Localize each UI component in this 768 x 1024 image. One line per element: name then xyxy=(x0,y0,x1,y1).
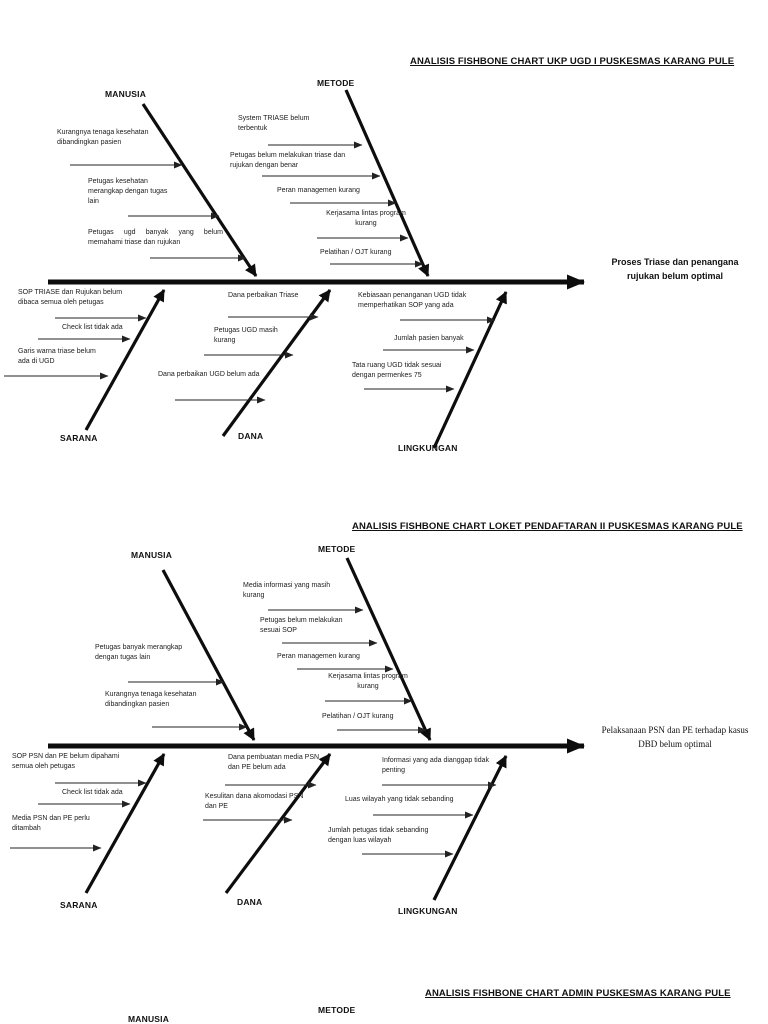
fishbone-diagram-1 xyxy=(4,89,585,449)
cause-label: Petugas banyak merangkap dengan tugas la… xyxy=(95,644,183,662)
cause-label: Petugas ugd banyak yang belum memahami t… xyxy=(88,229,223,247)
cause-label: Peran managemen kurang xyxy=(277,187,360,194)
cause-label: Petugas kesehatan merangkap dengan tugas… xyxy=(88,178,168,206)
rib-sarana xyxy=(84,289,166,431)
cause-label: Petugas belum melakukan sesuai SOP xyxy=(260,617,343,635)
rib-metode xyxy=(344,89,430,277)
cause-label: Luas wilayah yang tidak sebanding xyxy=(345,796,454,803)
category-label-sarana: SARANA xyxy=(60,433,98,443)
cause-label: Dana perbaikan Triase xyxy=(228,292,299,299)
cause-label: Media PSN dan PE perlu ditambah xyxy=(12,815,90,833)
category-label-metode: METODE xyxy=(317,78,355,88)
cause-label: Media informasi yang masih kurang xyxy=(243,582,331,600)
cause-label: Pelatihan / OJT kurang xyxy=(320,249,392,256)
cause-label: Kebiasaan penanganan UGD tidak memperhat… xyxy=(358,292,467,310)
diagram-title: ANALISIS FISHBONE CHART UKP UGD I PUSKES… xyxy=(410,56,735,67)
category-label-lingkungan: LINGKUNGAN xyxy=(398,906,458,916)
fishbone-diagram-2 xyxy=(10,557,585,901)
cause-label: Pelatihan / OJT kurang xyxy=(322,713,394,720)
cause-label: System TRIASE belum terbentuk xyxy=(238,115,310,133)
effect-label: Proses Triase dan penangana rujukan belu… xyxy=(611,257,739,281)
category-label-dana: DANA xyxy=(238,431,264,441)
cause-label: Check list tidak ada xyxy=(62,789,123,796)
cause-label: Kerjasama lintas program kurang xyxy=(328,673,408,691)
rib-metode xyxy=(345,557,432,741)
cause-label: Dana pembuatan media PSN dan PE belum ad… xyxy=(228,754,320,772)
cause-label: Check list tidak ada xyxy=(62,324,123,331)
rib-manusia xyxy=(141,103,258,277)
cause-label: SOP TRIASE dan Rujukan belum dibaca semu… xyxy=(18,289,123,307)
cause-label: Jumlah pasien banyak xyxy=(394,335,464,342)
category-label-dana: DANA xyxy=(237,897,263,907)
diagram-title: ANALISIS FISHBONE CHART LOKET PENDAFTARA… xyxy=(352,521,743,532)
cause-label: Petugas belum melakukan triase dan rujuk… xyxy=(230,152,346,170)
category-label-metode: METODE xyxy=(318,544,356,554)
cause-label: Dana perbaikan UGD belum ada xyxy=(158,371,260,378)
rib-manusia xyxy=(161,569,256,741)
cause-arrows-2 xyxy=(10,606,497,858)
category-label-manusia: MANUSIA xyxy=(131,550,173,560)
rib-dana xyxy=(224,753,332,894)
category-label-lingkungan: LINGKUNGAN xyxy=(398,443,458,453)
cause-label: SOP PSN dan PE belum dipahami semua oleh… xyxy=(12,753,120,771)
cause-label: Kurangnya tenaga kesehatan dibandingkan … xyxy=(105,691,197,709)
cause-label: Petugas UGD masih kurang xyxy=(214,327,278,345)
rib-lingkungan xyxy=(432,755,508,901)
cause-label: Informasi yang ada dianggap tidak pentin… xyxy=(382,757,490,775)
rib-dana xyxy=(221,289,332,437)
cause-label: Peran managemen kurang xyxy=(277,653,360,660)
category-label-metode: METODE xyxy=(318,1005,356,1015)
category-label-sarana: SARANA xyxy=(60,900,98,910)
cause-label: Kerjasama lintas program kurang xyxy=(326,210,406,228)
cause-label: Garis warna triase belum ada di UGD xyxy=(18,348,96,366)
cause-label: Kurangnya tenaga kesehatan dibandingkan … xyxy=(57,129,149,147)
effect-label: Pelaksanaan PSN dan PE terhadap kasus DB… xyxy=(601,725,749,749)
cause-label: Tata ruang UGD tidak sesuai dengan perme… xyxy=(352,362,442,380)
cause-label: Kesulitan dana akomodasi PSN dan PE xyxy=(205,793,304,811)
diagram-title: ANALISIS FISHBONE CHART ADMIN PUSKESMAS … xyxy=(425,988,731,999)
cause-arrows-1 xyxy=(4,141,496,404)
category-label-manusia: MANUSIA xyxy=(128,1014,170,1024)
rib-sarana xyxy=(84,753,166,894)
category-label-manusia: MANUSIA xyxy=(105,89,147,99)
cause-label: Jumlah petugas tidak sebanding dengan lu… xyxy=(328,827,429,845)
